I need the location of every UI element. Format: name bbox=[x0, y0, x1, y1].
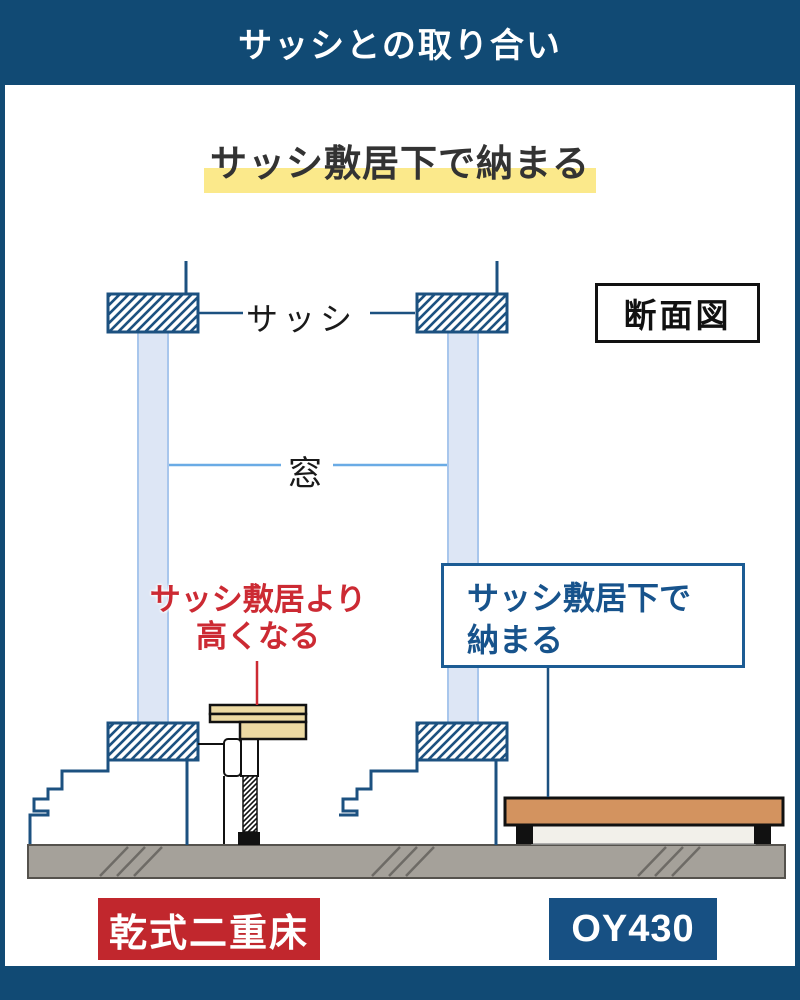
concrete-slab bbox=[27, 844, 786, 879]
right-sill-step-profile bbox=[339, 760, 419, 817]
page-title: サッシとの取り合い bbox=[238, 27, 562, 65]
section-view-label: 断面図 bbox=[623, 297, 732, 334]
label-oy430-text: OY430 bbox=[571, 907, 695, 950]
threaded-support-rod bbox=[242, 775, 258, 833]
left-annotation-line2: 高くなる bbox=[196, 619, 320, 655]
left-annotation: サッシ敷居より 高くなる bbox=[128, 581, 388, 655]
left-glass-pane bbox=[137, 331, 169, 724]
label-dry-double-floor-text: 乾式二重床 bbox=[108, 912, 309, 955]
oy430-floor-assembly bbox=[503, 796, 785, 845]
support-foot bbox=[238, 832, 260, 845]
content-border-right bbox=[795, 85, 800, 966]
section-view-box: 断面図 bbox=[595, 283, 760, 343]
highlighted-heading-text: サッシ敷居下で納まる bbox=[204, 131, 596, 193]
oy430-floor-panel bbox=[503, 796, 785, 827]
left-annotation-line1: サッシ敷居より bbox=[149, 582, 367, 617]
left-sash-sill bbox=[28, 721, 200, 845]
label-dry-double-floor: 乾式二重床 bbox=[98, 898, 320, 960]
right-callout-line1: サッシ敷居下で bbox=[467, 580, 692, 616]
left-upper-sash bbox=[106, 261, 200, 334]
floor-board-top bbox=[208, 703, 308, 716]
content-border-left bbox=[0, 85, 5, 966]
section-heading: サッシ敷居下で納まる bbox=[0, 131, 800, 193]
bottom-bar bbox=[0, 966, 800, 1000]
dry-double-floor-assembly bbox=[198, 703, 308, 845]
label-oy430: OY430 bbox=[549, 898, 717, 960]
left-sill-step-profile bbox=[28, 760, 110, 844]
slab-hatch-marks bbox=[99, 846, 701, 877]
floor-board-bottom bbox=[238, 720, 308, 741]
sash-label: サッシ bbox=[246, 301, 358, 337]
right-callout-box: サッシ敷居下で 納まる bbox=[441, 563, 745, 668]
window-label: 窓 bbox=[288, 455, 322, 493]
right-callout-line2: 納まる bbox=[467, 622, 564, 659]
oy430-foot-left bbox=[516, 825, 533, 844]
right-sash-sill bbox=[339, 721, 509, 845]
right-upper-sash bbox=[415, 261, 509, 334]
oy430-foot-right bbox=[754, 825, 771, 844]
title-bar: サッシとの取り合い bbox=[0, 0, 800, 85]
